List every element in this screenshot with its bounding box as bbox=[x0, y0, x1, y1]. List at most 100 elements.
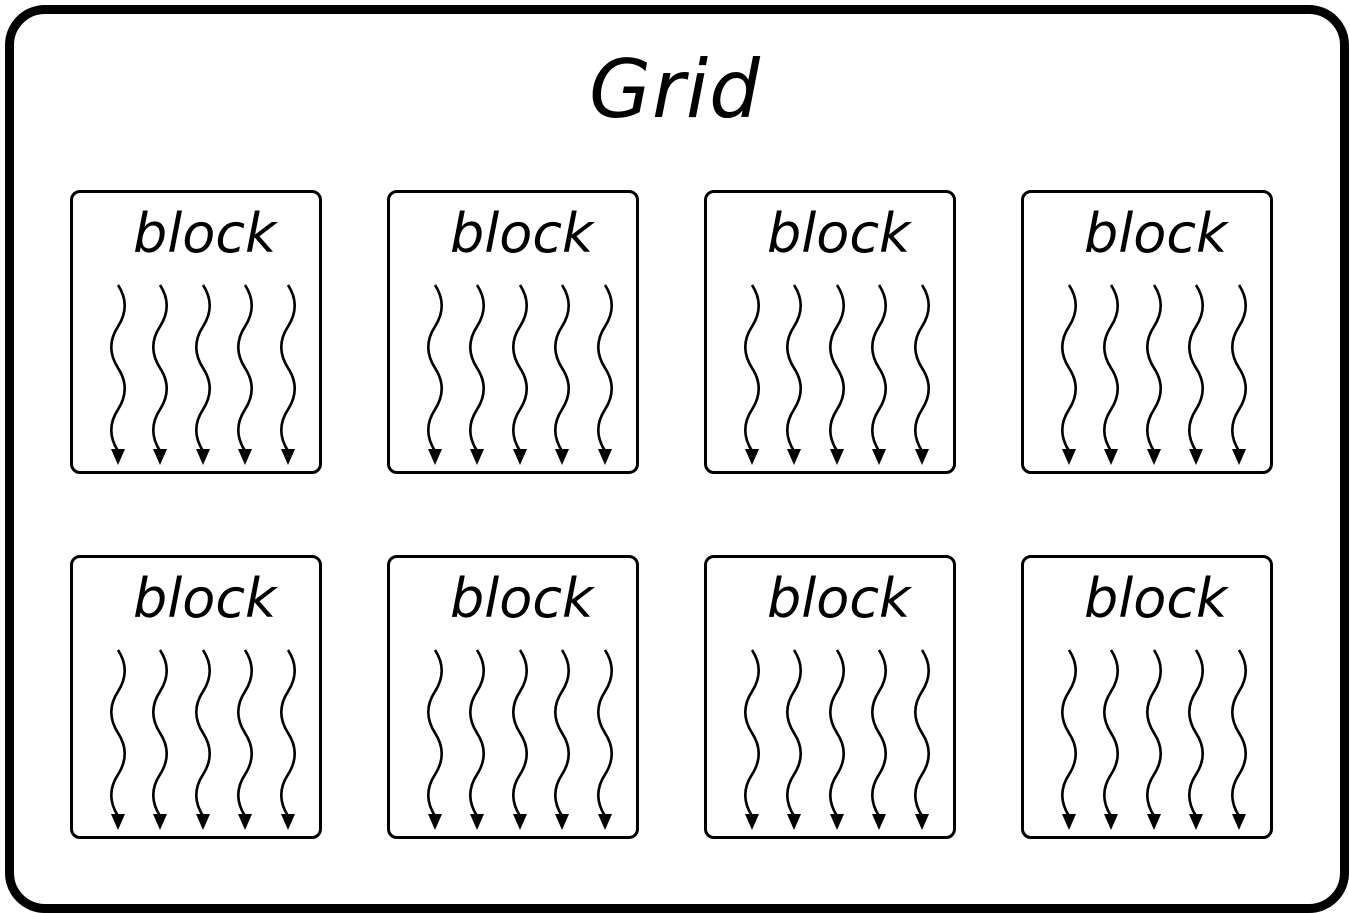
thread-arrow-icon bbox=[828, 649, 846, 830]
thread-arrow-icon bbox=[913, 649, 931, 830]
block-label: block bbox=[133, 567, 277, 630]
thread-arrowhead bbox=[513, 449, 527, 465]
thread-arrowhead bbox=[153, 449, 167, 465]
thread-arrowhead bbox=[787, 814, 801, 830]
thread-arrowhead bbox=[830, 449, 844, 465]
thread-group bbox=[109, 284, 297, 465]
thread-arrowhead bbox=[238, 814, 252, 830]
block-label: block bbox=[767, 567, 911, 630]
thread-arrowhead bbox=[915, 814, 929, 830]
thread-arrow-icon bbox=[1060, 649, 1078, 830]
thread-squiggle bbox=[109, 649, 127, 817]
thread-arrow-icon bbox=[1145, 649, 1163, 830]
thread-squiggle bbox=[236, 284, 254, 452]
thread-arrow-icon bbox=[426, 284, 444, 465]
block-7: block bbox=[704, 555, 956, 839]
block-label: block bbox=[767, 202, 911, 265]
thread-arrowhead bbox=[872, 449, 886, 465]
thread-arrow-icon bbox=[426, 649, 444, 830]
thread-arrow-icon bbox=[913, 284, 931, 465]
thread-arrowhead bbox=[787, 449, 801, 465]
thread-squiggle bbox=[279, 284, 297, 452]
thread-squiggle bbox=[194, 649, 212, 817]
thread-arrow-icon bbox=[870, 649, 888, 830]
thread-arrow-icon bbox=[1187, 649, 1205, 830]
thread-arrowhead bbox=[915, 449, 929, 465]
block-label: block bbox=[1084, 202, 1228, 265]
thread-arrow-icon bbox=[279, 649, 297, 830]
thread-arrow-icon bbox=[596, 649, 614, 830]
thread-arrow-icon bbox=[151, 649, 169, 830]
block-1: block bbox=[70, 190, 322, 474]
thread-squiggle bbox=[743, 284, 761, 452]
thread-group bbox=[743, 649, 931, 830]
thread-arrow-icon bbox=[1187, 284, 1205, 465]
thread-arrowhead bbox=[470, 449, 484, 465]
thread-arrowhead bbox=[196, 449, 210, 465]
thread-arrowhead bbox=[1062, 449, 1076, 465]
thread-arrow-icon bbox=[236, 649, 254, 830]
thread-arrowhead bbox=[153, 814, 167, 830]
thread-arrow-icon bbox=[785, 649, 803, 830]
block-label: block bbox=[450, 202, 594, 265]
thread-arrowhead bbox=[281, 449, 295, 465]
thread-arrowhead bbox=[281, 814, 295, 830]
thread-squiggle bbox=[828, 284, 846, 452]
thread-arrowhead bbox=[1062, 814, 1076, 830]
thread-arrow-icon bbox=[468, 649, 486, 830]
thread-arrowhead bbox=[555, 449, 569, 465]
thread-group bbox=[743, 284, 931, 465]
thread-squiggle bbox=[553, 284, 571, 452]
thread-arrowhead bbox=[513, 814, 527, 830]
thread-squiggle bbox=[743, 649, 761, 817]
thread-squiggle bbox=[596, 649, 614, 817]
thread-group bbox=[426, 649, 614, 830]
thread-arrow-icon bbox=[109, 649, 127, 830]
thread-squiggle bbox=[1187, 284, 1205, 452]
thread-arrowhead bbox=[872, 814, 886, 830]
thread-squiggle bbox=[870, 649, 888, 817]
thread-arrow-icon bbox=[1060, 284, 1078, 465]
thread-squiggle bbox=[785, 284, 803, 452]
thread-arrow-icon bbox=[553, 284, 571, 465]
thread-squiggle bbox=[151, 284, 169, 452]
thread-arrow-icon bbox=[151, 284, 169, 465]
thread-arrowhead bbox=[1147, 449, 1161, 465]
thread-arrow-icon bbox=[1102, 649, 1120, 830]
thread-arrowhead bbox=[238, 449, 252, 465]
thread-arrow-icon bbox=[1145, 284, 1163, 465]
thread-arrow-icon bbox=[1102, 284, 1120, 465]
block-label: block bbox=[450, 567, 594, 630]
thread-squiggle bbox=[1145, 284, 1163, 452]
thread-arrow-icon bbox=[828, 284, 846, 465]
thread-group bbox=[1060, 649, 1248, 830]
thread-arrow-icon bbox=[109, 284, 127, 465]
thread-arrowhead bbox=[111, 449, 125, 465]
thread-squiggle bbox=[279, 649, 297, 817]
thread-group bbox=[1060, 284, 1248, 465]
thread-arrow-icon bbox=[279, 284, 297, 465]
thread-arrowhead bbox=[470, 814, 484, 830]
thread-arrowhead bbox=[1189, 449, 1203, 465]
thread-squiggle bbox=[1102, 284, 1120, 452]
block-4: block bbox=[1021, 190, 1273, 474]
thread-arrowhead bbox=[428, 814, 442, 830]
thread-arrowhead bbox=[1189, 814, 1203, 830]
thread-arrowhead bbox=[1147, 814, 1161, 830]
thread-arrowhead bbox=[196, 814, 210, 830]
thread-arrow-icon bbox=[194, 284, 212, 465]
thread-arrowhead bbox=[830, 814, 844, 830]
thread-arrowhead bbox=[428, 449, 442, 465]
thread-arrowhead bbox=[1232, 449, 1246, 465]
thread-squiggle bbox=[426, 284, 444, 452]
thread-arrow-icon bbox=[870, 284, 888, 465]
thread-squiggle bbox=[1060, 284, 1078, 452]
thread-squiggle bbox=[151, 649, 169, 817]
thread-arrow-icon bbox=[511, 284, 529, 465]
grid-title: Grid bbox=[589, 43, 761, 136]
block-8: block bbox=[1021, 555, 1273, 839]
thread-squiggle bbox=[426, 649, 444, 817]
thread-arrowhead bbox=[1232, 814, 1246, 830]
thread-squiggle bbox=[511, 284, 529, 452]
thread-arrowhead bbox=[598, 814, 612, 830]
